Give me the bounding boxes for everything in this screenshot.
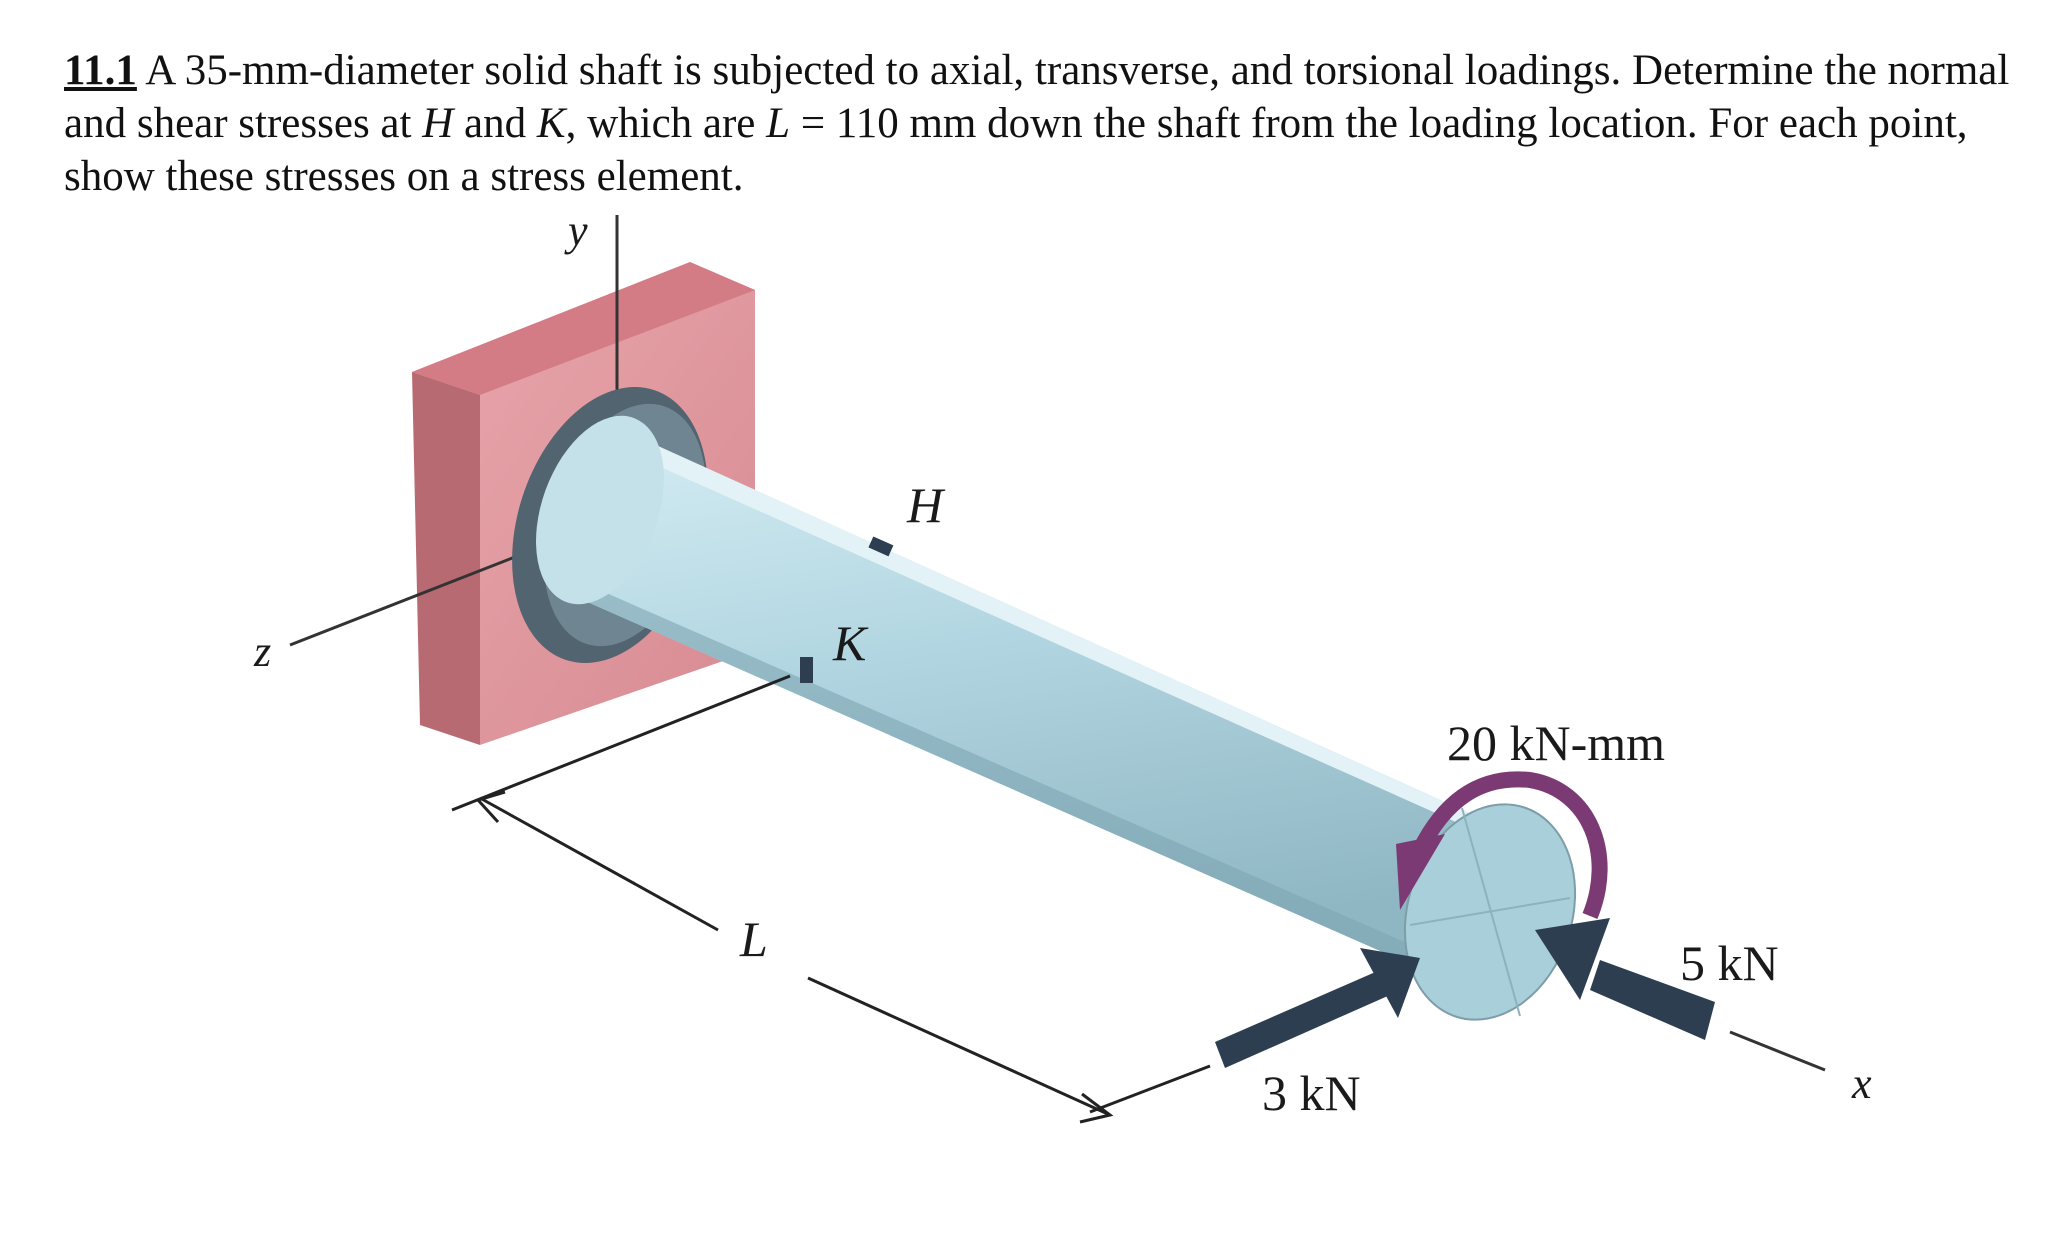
dimension-l <box>451 674 1211 1124</box>
transverse-force-label: 3 kN <box>1262 1065 1361 1121</box>
problem-text-4: = 110 mm down the shaft from the loading… <box>64 100 1968 200</box>
torque-label: 20 kN-mm <box>1447 715 1665 771</box>
torque-arrow <box>1396 771 1608 920</box>
point-h-marker <box>868 536 894 557</box>
x-axis-line <box>1729 1030 1826 1072</box>
point-label-h: H <box>906 477 946 533</box>
length-l-ref: L <box>766 100 791 147</box>
point-label-k: K <box>832 615 869 671</box>
transverse-force-arrow <box>1215 948 1420 1068</box>
axis-label-x: x <box>1851 1059 1872 1108</box>
problem-text-3: , which are <box>565 100 767 147</box>
shaft <box>536 415 1577 1021</box>
point-k-marker <box>800 657 813 683</box>
axis-label-y: y <box>564 206 588 255</box>
dimension-label-l: L <box>739 911 768 967</box>
axial-force-label: 5 kN <box>1680 935 1779 991</box>
point-h-ref: H <box>422 100 454 147</box>
point-k-ref: K <box>536 100 566 147</box>
problem-text-1: A 35-mm-diameter solid shaft is subjecte… <box>64 47 2010 147</box>
axial-force-arrow <box>1535 918 1715 1040</box>
problem-statement: 11.1 A 35-mm-diameter solid shaft is sub… <box>64 44 2024 203</box>
problem-number: 11.1 <box>64 47 137 94</box>
z-axis-line <box>289 553 521 647</box>
problem-text-2: and <box>453 100 537 147</box>
axis-label-z: z <box>253 627 271 676</box>
